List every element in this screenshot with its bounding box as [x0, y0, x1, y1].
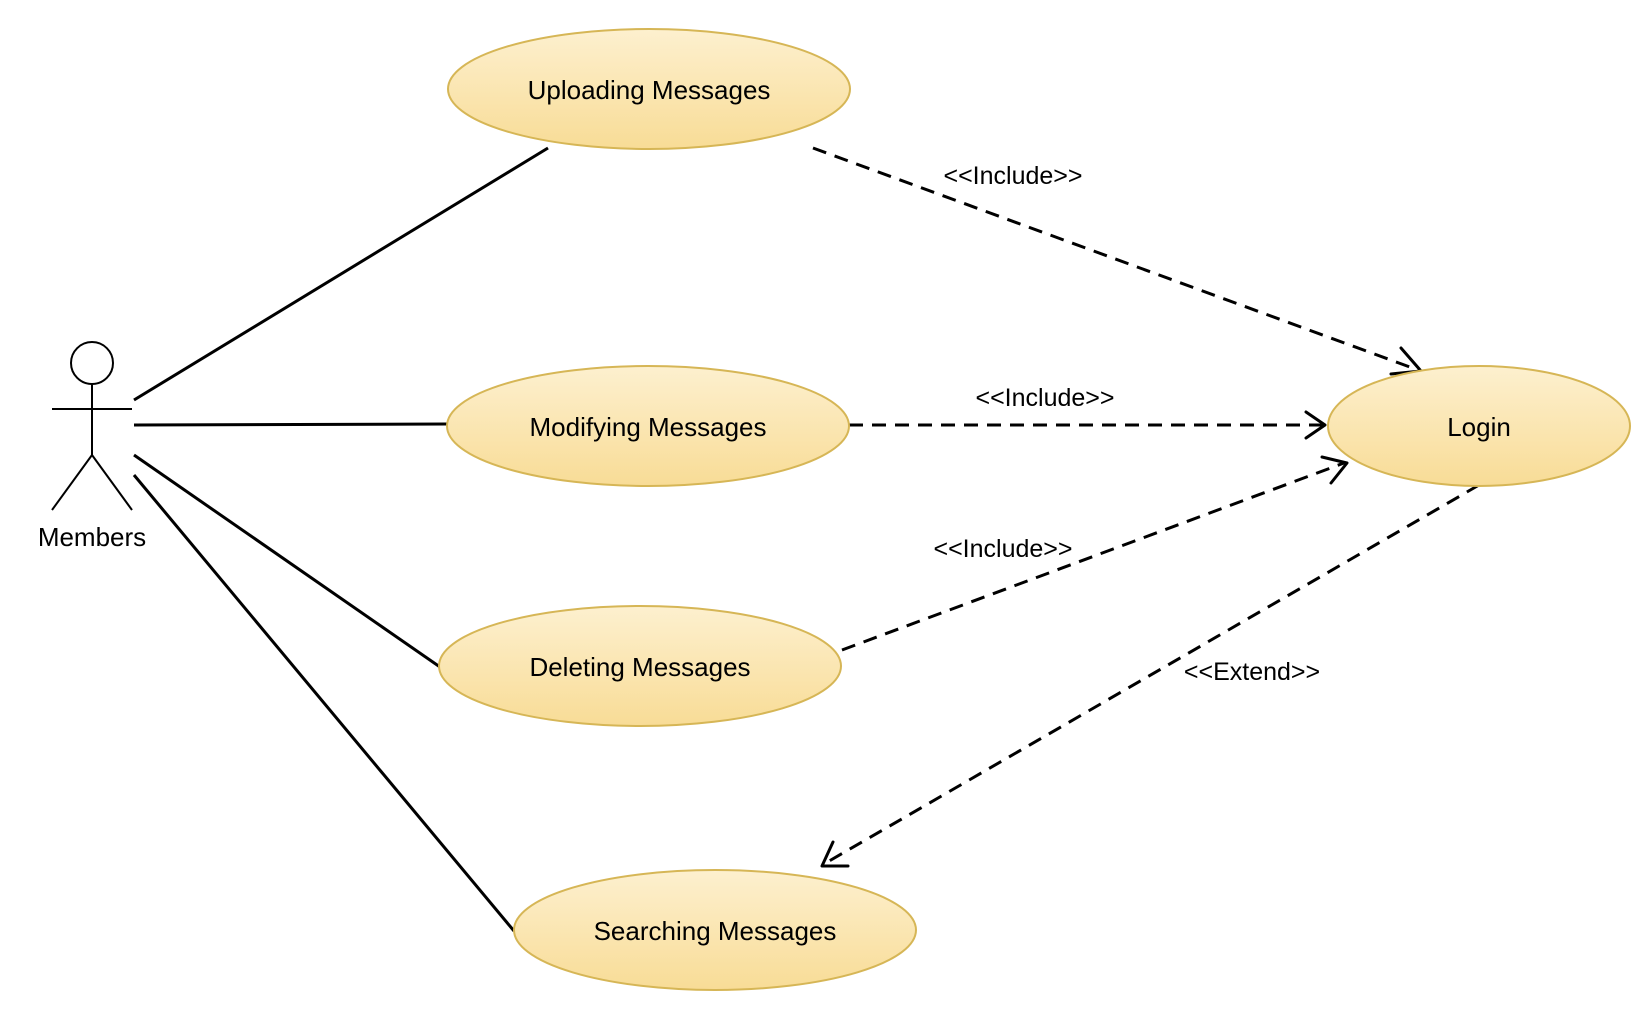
usecase-searching-label: Searching Messages [594, 916, 837, 946]
usecase-uploading-label: Uploading Messages [528, 75, 771, 105]
usecase-deleting-label: Deleting Messages [529, 652, 750, 682]
usecase-modifying-messages[interactable]: Modifying Messages [446, 365, 850, 487]
include-label-deleting: <<Include>> [933, 535, 1072, 563]
usecase-deleting-messages[interactable]: Deleting Messages [438, 605, 842, 727]
usecase-modifying-label: Modifying Messages [530, 412, 767, 442]
actor-left-leg [51, 454, 93, 511]
actor-right-leg [91, 454, 133, 511]
association-searching [132, 474, 516, 932]
extend-label-searching: <<Extend>> [1184, 658, 1320, 686]
include-uploading-login [812, 146, 1423, 376]
usecase-searching-messages[interactable]: Searching Messages [513, 869, 917, 991]
usecase-login-label: Login [1447, 412, 1511, 442]
association-modifying [133, 422, 448, 427]
actor-head [70, 341, 114, 385]
include-modifying-login [849, 410, 1327, 440]
usecase-uploading-messages[interactable]: Uploading Messages [447, 28, 851, 150]
include-deleting-login [841, 455, 1349, 652]
actor-members[interactable]: Members [38, 341, 146, 552]
extend-login-searching [820, 483, 1480, 868]
include-label-uploading: <<Include>> [943, 162, 1082, 190]
association-deleting [133, 453, 441, 669]
association-uploading [133, 146, 549, 402]
usecase-login[interactable]: Login [1327, 365, 1631, 487]
actor-label: Members [38, 522, 146, 552]
include-label-modifying: <<Include>> [975, 384, 1114, 412]
